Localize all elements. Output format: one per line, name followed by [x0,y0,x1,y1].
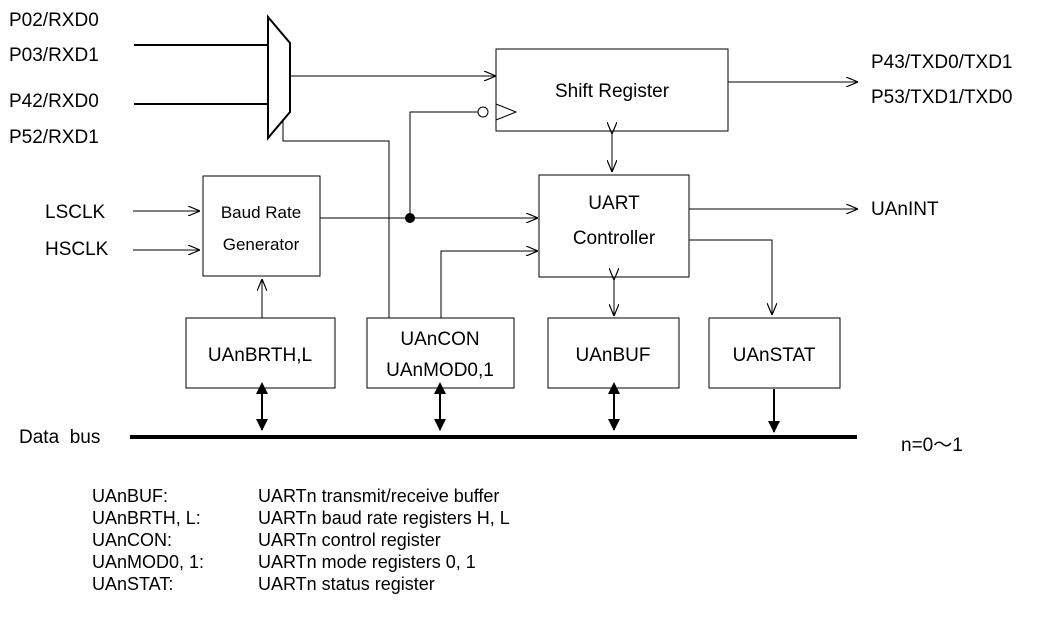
legend-desc: UARTn mode registers 0, 1 [258,552,476,572]
con-mod-register-block [366,317,515,389]
legend-key: UAnBUF: [92,486,169,506]
lsclk-label: LSCLK [45,202,106,223]
legend-desc: UARTn status register [258,574,435,594]
legend-row: UAnMOD0, 1: UARTn mode registers 0, 1 [92,551,510,573]
buf-register-label: UAnBUF [576,345,651,366]
legend-key: UAnBRTH, L: [92,508,201,528]
legend-row: UAnBRTH, L: UARTn baud rate registers H,… [92,507,510,529]
uart-controller-label-2: Controller [573,228,656,249]
uart-block-diagram: Shift Register P43/TXD0/TXD1 P53/TXD1/TX… [9,10,1013,456]
shift-clock-inverter-bubble [477,106,489,118]
legend-key: UAnCON: [92,530,173,550]
range-note: n=0～1 [901,435,963,456]
uart-controller-block [538,174,690,278]
legend-key: UAnMOD0, 1: [92,552,205,572]
p02-label: P02/RXD0 [9,10,99,31]
p53-label: P53/TXD1/TXD0 [871,87,1013,108]
input-multiplexer [267,14,291,141]
shift-clock-triangle [495,103,518,121]
register-legend: UAnBUF: UARTn transmit/receive buffer UA… [92,485,510,595]
stat-register-block [708,317,841,389]
shift-register-block [495,48,729,132]
shift-clock-wire [409,111,478,218]
con-to-uart-wire [440,251,538,318]
baud-rate-label-2: Generator [223,235,300,254]
p43-label: P43/TXD0/TXD1 [871,52,1013,73]
p03-label: P03/RXD1 [9,45,99,66]
con-register-label: UAnCON [400,329,479,350]
legend-row: UAnCON: UARTn control register [92,529,510,551]
p42-label: P42/RXD0 [9,91,99,112]
legend-desc: UARTn transmit/receive buffer [258,486,500,506]
uart-controller-label-1: UART [588,193,640,214]
data-bus-label: Data bus [19,427,100,448]
hsclk-label: HSCLK [45,239,109,260]
brth-register-block [185,317,336,389]
legend-key: UAnSTAT: [92,574,174,594]
legend-row: UAnBUF: UARTn transmit/receive buffer [92,485,510,507]
legend-desc: UARTn control register [258,530,441,550]
shift-register-label: Shift Register [555,81,670,102]
mod-register-label: UAnMOD0,1 [386,360,494,381]
baud-rate-generator-block [202,175,321,277]
int-label: UAnINT [871,199,939,220]
legend-desc: UARTn baud rate registers H, L [258,508,510,528]
p52-label: P52/RXD1 [9,127,99,148]
rxd-input-lines [134,44,268,105]
mux-select-wire [282,120,390,318]
baud-rate-label-1: Baud Rate [221,203,301,222]
brth-register-label: UAnBRTH,L [208,345,312,366]
uart-to-stat-wire [689,239,772,315]
stat-register-label: UAnSTAT [733,345,816,366]
legend-row: UAnSTAT: UARTn status register [92,573,510,595]
clock-junction-dot [405,213,415,223]
